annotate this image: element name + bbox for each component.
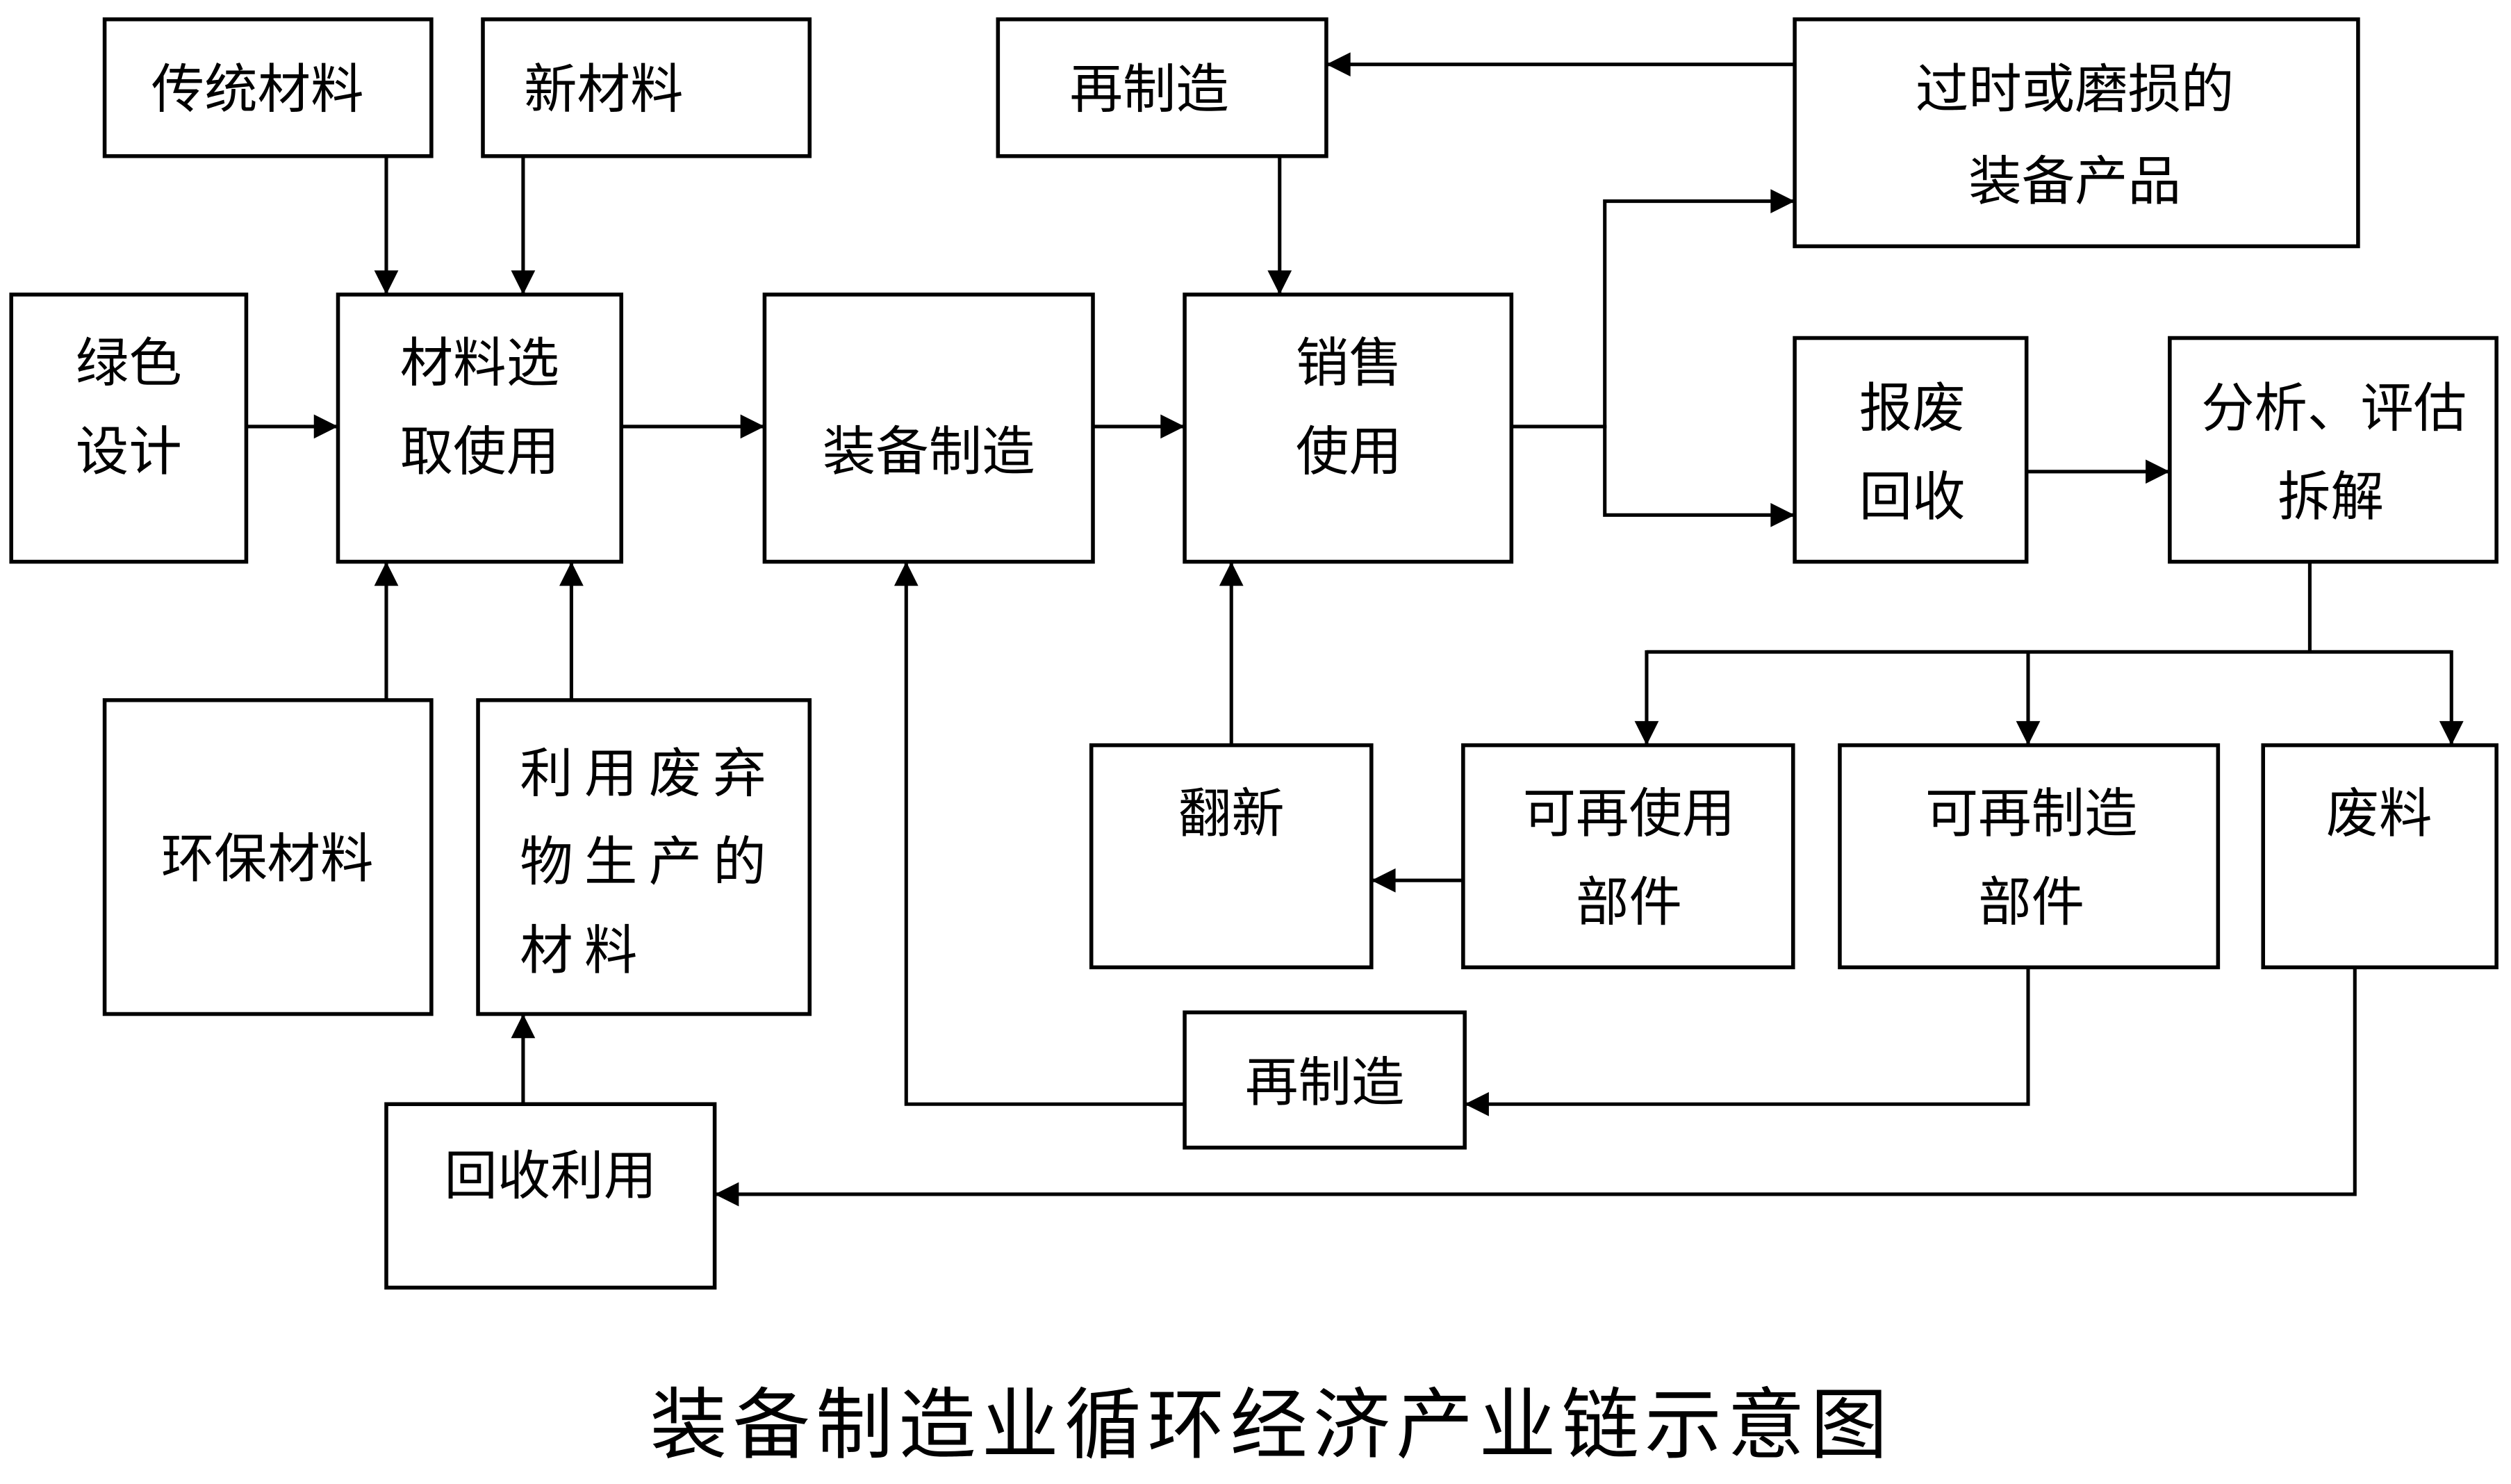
node-material-selection: 材料选 取使用 xyxy=(336,292,624,564)
node-waste: 废料 xyxy=(2261,743,2498,970)
node-remanufacture-bottom: 再制造 xyxy=(1183,1010,1467,1150)
node-label: 部件 xyxy=(1978,872,2084,934)
node-label: 废料 xyxy=(2326,784,2432,846)
node-box xyxy=(1461,743,1795,970)
node-label: 销售 xyxy=(1296,333,1402,395)
node-box xyxy=(1183,1010,1467,1150)
node-reusable-parts: 可再使用 部件 xyxy=(1461,743,1795,970)
node-label: 绿色 xyxy=(76,333,182,395)
edges xyxy=(246,52,2464,1207)
arrow-sales-to-scrap xyxy=(1603,424,1795,527)
node-remanufacturable-parts: 可再制造 部件 xyxy=(1838,743,2221,970)
node-box xyxy=(1183,292,1514,564)
node-label: 分析、评估 xyxy=(2201,378,2467,440)
node-box xyxy=(762,292,1095,564)
node-recycling-reuse: 回收利用 xyxy=(384,1102,717,1290)
node-box xyxy=(476,698,812,1016)
node-label: 取使用 xyxy=(400,421,559,483)
node-box xyxy=(2168,336,2498,564)
node-label: 可再制造 xyxy=(1925,784,2138,846)
node-label: 材料选 xyxy=(400,333,559,395)
node-green-design: 绿色 设计 xyxy=(9,292,249,564)
node-label: 拆解 xyxy=(2278,466,2384,528)
node-waste-derived-materials: 利用废弃 物生产的 材料 xyxy=(476,698,812,1016)
node-box xyxy=(336,292,624,564)
node-label: 回收 xyxy=(1859,466,1966,528)
node-box xyxy=(1793,17,2360,249)
arrow-remanufacture-to-manufacturing xyxy=(894,561,1185,1106)
node-label: 报废 xyxy=(1859,378,1966,440)
diagram-caption: 装备制造业循环经济产业链示意图 xyxy=(650,1381,1893,1471)
arrow-sales-to-obsolete xyxy=(1511,189,1795,429)
node-equipment-manufacturing: 装备制造 xyxy=(762,292,1095,564)
node-label: 回收利用 xyxy=(444,1146,657,1207)
node-label: 传统材料 xyxy=(151,59,364,121)
node-box xyxy=(481,17,812,158)
node-box xyxy=(996,17,1328,158)
node-box xyxy=(102,17,434,158)
node-box xyxy=(384,1102,717,1290)
node-box xyxy=(1793,336,2029,564)
node-analysis-disassembly: 分析、评估 拆解 xyxy=(2168,336,2498,564)
node-label: 利用废弃 xyxy=(520,743,777,805)
node-eco-materials: 环保材料 xyxy=(102,698,434,1016)
node-traditional-materials: 传统材料 xyxy=(102,17,434,158)
node-sales-use: 销售 使用 xyxy=(1183,292,1514,564)
node-box xyxy=(102,698,434,1016)
node-label: 部件 xyxy=(1576,872,1682,934)
node-label: 新材料 xyxy=(524,59,683,121)
node-label: 再制造 xyxy=(1069,59,1228,121)
node-scrap-recycling: 报废 回收 xyxy=(1793,336,2029,564)
node-label: 过时或磨损的 xyxy=(1916,59,2234,121)
node-obsolete-products: 过时或磨损的 装备产品 xyxy=(1793,17,2360,249)
arrow-waste-to-recycling xyxy=(714,967,2357,1207)
node-label: 设计 xyxy=(76,421,182,483)
node-label: 装备制造 xyxy=(823,421,1035,483)
node-box xyxy=(9,292,249,564)
node-box xyxy=(1838,743,2221,970)
arrow-remanufacturable-to-remanufacture xyxy=(1465,967,2030,1116)
node-label: 使用 xyxy=(1296,421,1402,483)
node-label: 环保材料 xyxy=(161,829,374,891)
node-label: 再制造 xyxy=(1245,1053,1404,1114)
node-label: 装备产品 xyxy=(1968,151,2181,213)
node-label: 材料 xyxy=(520,921,648,982)
node-remanufacture-top: 再制造 xyxy=(996,17,1328,158)
node-label: 物生产的 xyxy=(520,832,777,893)
node-label: 翻新 xyxy=(1178,784,1285,846)
node-box xyxy=(2261,743,2498,970)
node-refurbish: 翻新 xyxy=(1089,743,1374,970)
node-label: 可再使用 xyxy=(1523,784,1736,846)
node-new-materials: 新材料 xyxy=(481,17,812,158)
node-box xyxy=(1089,743,1374,970)
